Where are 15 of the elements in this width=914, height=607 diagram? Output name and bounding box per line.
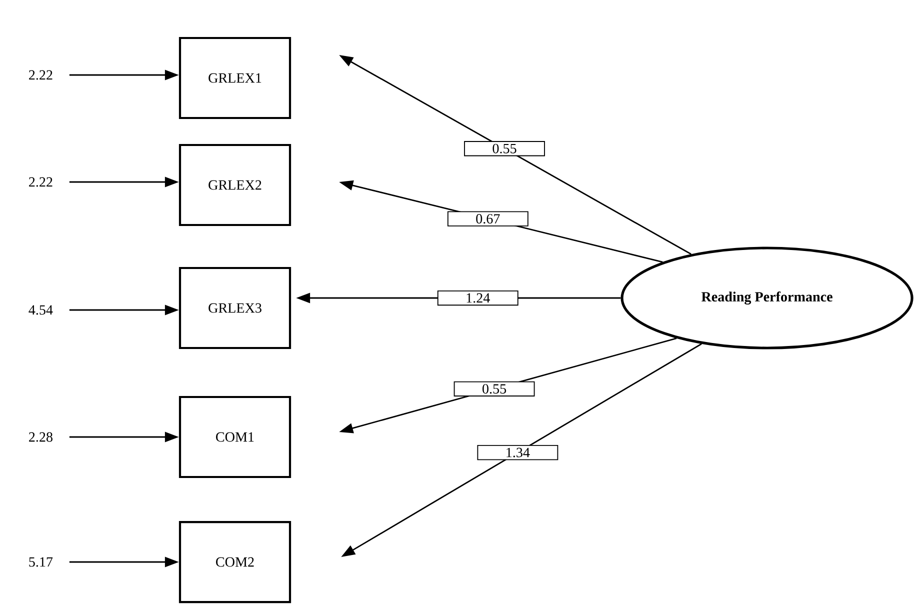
edge-label: 0.55 — [464, 141, 545, 156]
error-value: 2.22 — [29, 177, 52, 187]
indicator-box: COM2 — [178, 520, 292, 604]
edge-label: 1.24 — [437, 290, 518, 306]
edge-label: 0.55 — [454, 381, 535, 396]
indicator-box: GRLEX3 — [178, 266, 292, 350]
error-value: 2.22 — [29, 70, 52, 80]
error-value: 5.17 — [29, 557, 53, 567]
edge-label: 1.34 — [477, 445, 558, 460]
error-value: 2.28 — [29, 432, 52, 442]
indicator-box: GRLEX2 — [178, 144, 292, 226]
indicator-box: COM1 — [178, 396, 292, 478]
edge-label: 0.67 — [447, 211, 528, 226]
indicator-box: GRLEX1 — [178, 36, 292, 120]
error-value: 4.54 — [28, 305, 53, 315]
